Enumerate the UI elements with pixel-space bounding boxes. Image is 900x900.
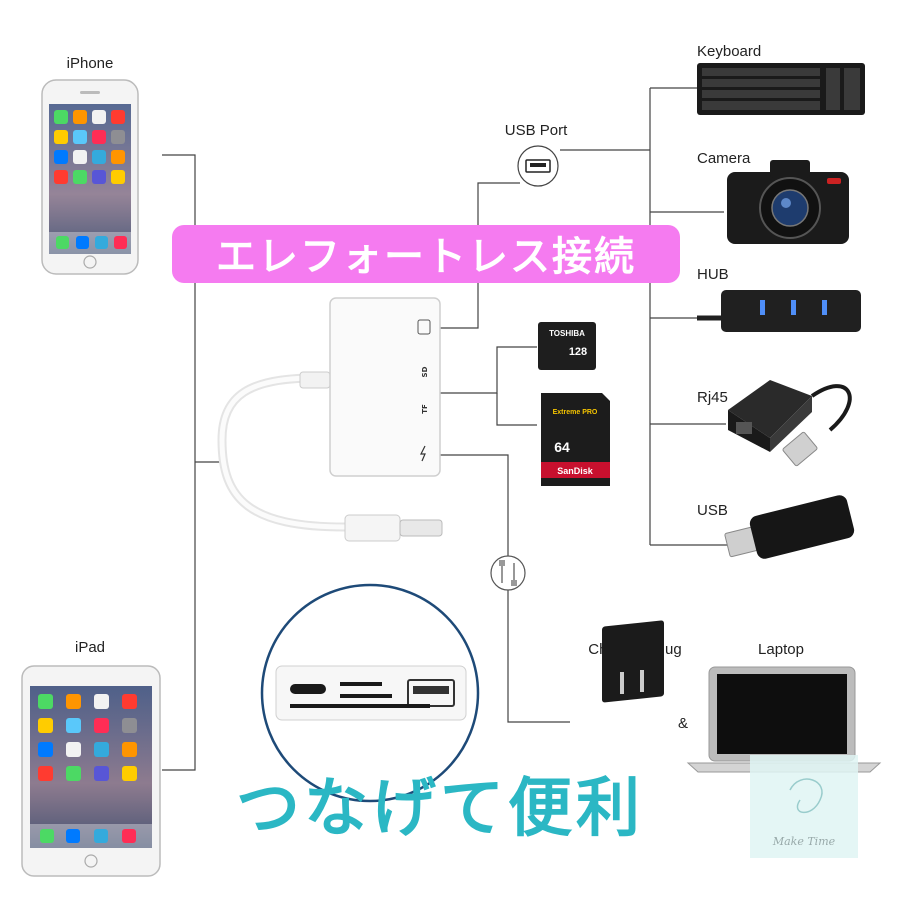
laptop-screen [717,674,847,754]
iphone-app-icons [49,110,131,254]
banner-background [172,225,680,283]
zoom-tf-slot [340,694,392,698]
rj45-cable [810,384,852,432]
charging-plug-body [602,620,664,703]
ipad-device: iPad [21,639,161,877]
banner: エレフォートレス接続 [172,225,680,283]
zoom-lightning-slot [290,684,326,694]
zoom-usb-slot [407,679,455,707]
sd-card: Extreme PRO 64 SanDisk [541,393,610,486]
charging-cable-icon [490,555,526,591]
adapter-cable [217,373,350,532]
microsd-card: TOSHIBA 128 [538,322,596,370]
zoom-circle [260,583,480,803]
laptop-label: Laptop [758,641,804,658]
rj45-device: Rj45 [697,380,852,467]
lightning-icon [420,445,426,462]
sdcard-line [496,393,537,426]
ampersand-label: & [678,715,688,732]
iphone-device: iPhone [41,55,139,275]
slogan-text: つなげて便利 [236,772,644,846]
adapter-cable-boot [299,371,331,389]
zoom-sd-slot [340,682,382,686]
usb-label: USB [697,502,728,519]
keyboard-device: Keyboard [697,43,865,115]
rj45-usb-plug [782,431,818,467]
ipad-label: iPad [75,639,105,656]
ipad-app-icons [30,694,152,848]
adapter-sd-label: SD [421,366,429,377]
usb-port: USB Port [505,122,568,187]
watermark-logo-icon [789,778,823,814]
camera-label: Camera [697,150,751,167]
adapter-body [329,297,441,477]
microsd-body [538,322,596,370]
laptop-device: Laptop [686,641,882,773]
keyboard-label: Keyboard [697,43,761,60]
hub-label: HUB [697,266,729,283]
usb-port-label: USB Port [505,122,568,139]
sd-line: Extreme PRO [553,409,598,416]
sd-brand: SanDisk [557,466,594,476]
usb-stick-body [749,495,855,559]
lightning-connector-boot [344,514,401,542]
banner-text: エレフォートレス接続 [216,234,636,280]
lightning-plug [399,519,443,537]
adapter-device: SD TF [217,297,443,542]
microsd-line [425,346,537,394]
iphone-label: iPhone [67,55,114,72]
watermark-text: Make Time [772,835,836,848]
adapter-tf-label: TF [421,404,429,414]
watermark: Make Time [750,755,858,858]
sd-capacity: 64 [554,439,570,455]
microsd-capacity: 128 [569,346,587,358]
hub-device: HUB [697,266,861,332]
watermark-box [750,755,858,858]
microsd-brand: TOSHIBA [549,329,585,338]
adapter-usb-icon [417,319,431,335]
rj45-label: Rj45 [697,389,728,406]
charging-plug-device: Charging plug & [588,620,688,732]
camera-device: Camera [697,150,849,244]
usb-stick-device: USB [697,495,855,559]
